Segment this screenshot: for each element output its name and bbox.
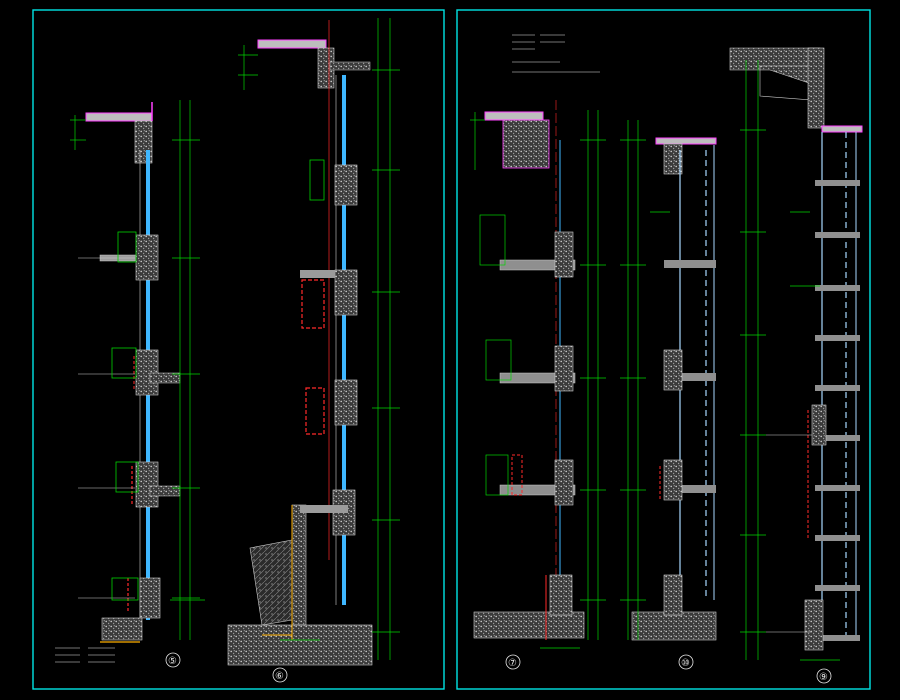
section-marker-10: ⑩ xyxy=(681,658,690,669)
section-markers xyxy=(165,652,832,684)
right-notes xyxy=(512,34,600,73)
section-marker-7: ⑦ xyxy=(508,658,517,669)
section-5-wall xyxy=(70,100,205,643)
right-sheet-frame xyxy=(456,9,871,690)
section-9-wall xyxy=(729,47,863,661)
section-6-wall xyxy=(227,18,400,666)
section-7-wall xyxy=(470,100,606,649)
left-legend xyxy=(55,647,115,663)
section-marker-6: ⑥ xyxy=(275,671,284,682)
left-sheet-frame xyxy=(32,9,445,690)
section-marker-5: ⑤ xyxy=(168,656,177,667)
section-10-wall xyxy=(620,120,717,641)
section-marker-9: ⑨ xyxy=(819,672,828,683)
